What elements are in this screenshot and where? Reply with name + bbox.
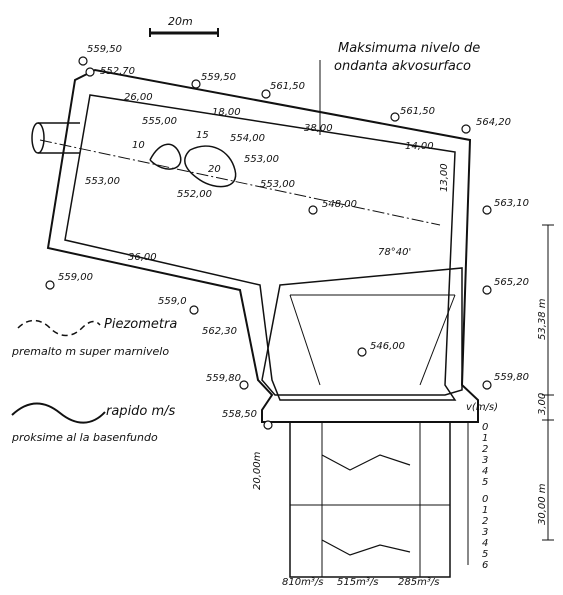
v-tick-3: 3 (482, 455, 489, 466)
dim-angle: 78°40' (378, 247, 412, 258)
dim-14: 14,00 (405, 141, 434, 152)
elev-7: 563,10 (494, 198, 529, 209)
outlet-funnel (261, 267, 463, 396)
legend-piezometra-desc: premalto m super marnivelo (12, 345, 170, 358)
elev-2: 552,70 (100, 66, 135, 77)
piezometer-markers (45, 56, 492, 430)
velocity-label-20: 20 (208, 164, 221, 175)
legend-rapido: rapido m/s (106, 404, 176, 419)
dim-26: 26,00 (124, 92, 153, 103)
elev-14: 558,50 (222, 409, 257, 420)
v-tick-b6: 6 (482, 560, 489, 571)
elev-6: 564,20 (476, 117, 511, 128)
elev-4: 561,50 (270, 81, 305, 92)
v-tick-b2: 2 (482, 516, 489, 527)
basin-inner-wall (64, 94, 457, 401)
contour-label-1: 555,00 (142, 116, 177, 127)
velocity-label-10: 10 (132, 140, 145, 151)
center-axis (39, 139, 441, 226)
elev-5: 561,50 (400, 106, 435, 117)
dim-18: 18,00 (212, 107, 241, 118)
v-tick-b3: 3 (482, 527, 489, 538)
velocity-label-15: 15 (196, 130, 209, 141)
contour-555 (149, 143, 182, 170)
v-tick-b0: 0 (482, 494, 489, 505)
flow-285: 285m³/s (398, 577, 440, 588)
elev-10: 559,0 (158, 296, 187, 307)
outlet-channel (289, 421, 451, 578)
flow-515: 515m³/s (337, 577, 379, 588)
v-tick-b5: 5 (482, 549, 489, 560)
legend-piezometra-line (17, 319, 101, 337)
contour-554 (184, 145, 237, 188)
elev-11: 562,30 (202, 326, 237, 337)
title-line-2: ondanta akvosurfaco (334, 59, 471, 74)
dim-13: 13,00 (439, 163, 450, 192)
dim-36: 36,00 (128, 252, 157, 263)
elev-9: 559,00 (58, 272, 93, 283)
dim-38: 38,00 (304, 123, 333, 134)
contour-label-5: 553,00 (260, 179, 295, 190)
dim-53: 53,38 m (537, 298, 548, 340)
elev-3: 559,50 (201, 72, 236, 83)
v-tick-1: 1 (482, 433, 489, 444)
flow-810: 810m³/s (282, 577, 324, 588)
velocity-profile-top (321, 454, 411, 471)
dim-30: 30,00 m (537, 483, 548, 525)
legend-piezometra: Piezometra (104, 317, 178, 332)
v-tick-4: 4 (482, 466, 489, 477)
dim-20: 20,00m (252, 451, 263, 490)
contour-label-3: 553,00 (244, 154, 279, 165)
elev-1: 559,50 (87, 44, 122, 55)
v-tick-2: 2 (482, 444, 489, 455)
legend-rapido-line (11, 402, 106, 424)
scale-label: 20m (168, 15, 193, 28)
elev-15: 548,00 (322, 199, 357, 210)
v-tick-b1: 1 (482, 505, 489, 516)
basin-outer-wall (46, 68, 479, 423)
v-tick-b4: 4 (482, 538, 489, 549)
title-line-1: Maksimuma nivelo de (338, 41, 481, 56)
v-tick-0: 0 (482, 422, 489, 433)
v-tick-5: 5 (482, 477, 489, 488)
elev-13: 559,80 (494, 372, 529, 383)
legend-rapido-desc: proksime al la basenfundo (12, 431, 158, 444)
elev-16: 546,00 (370, 341, 405, 352)
elev-12: 559,80 (206, 373, 241, 384)
contour-label-6: 552,00 (177, 189, 212, 200)
dim-3: 3,00 (537, 392, 548, 415)
elev-8: 565,20 (494, 277, 529, 288)
contour-label-4: 553,00 (85, 176, 120, 187)
inlet-pipe (31, 122, 45, 154)
velocity-profile-bottom (321, 539, 411, 556)
contour-label-2: 554,00 (230, 133, 265, 144)
velocity-axis-title: v(m/s) (466, 402, 499, 413)
